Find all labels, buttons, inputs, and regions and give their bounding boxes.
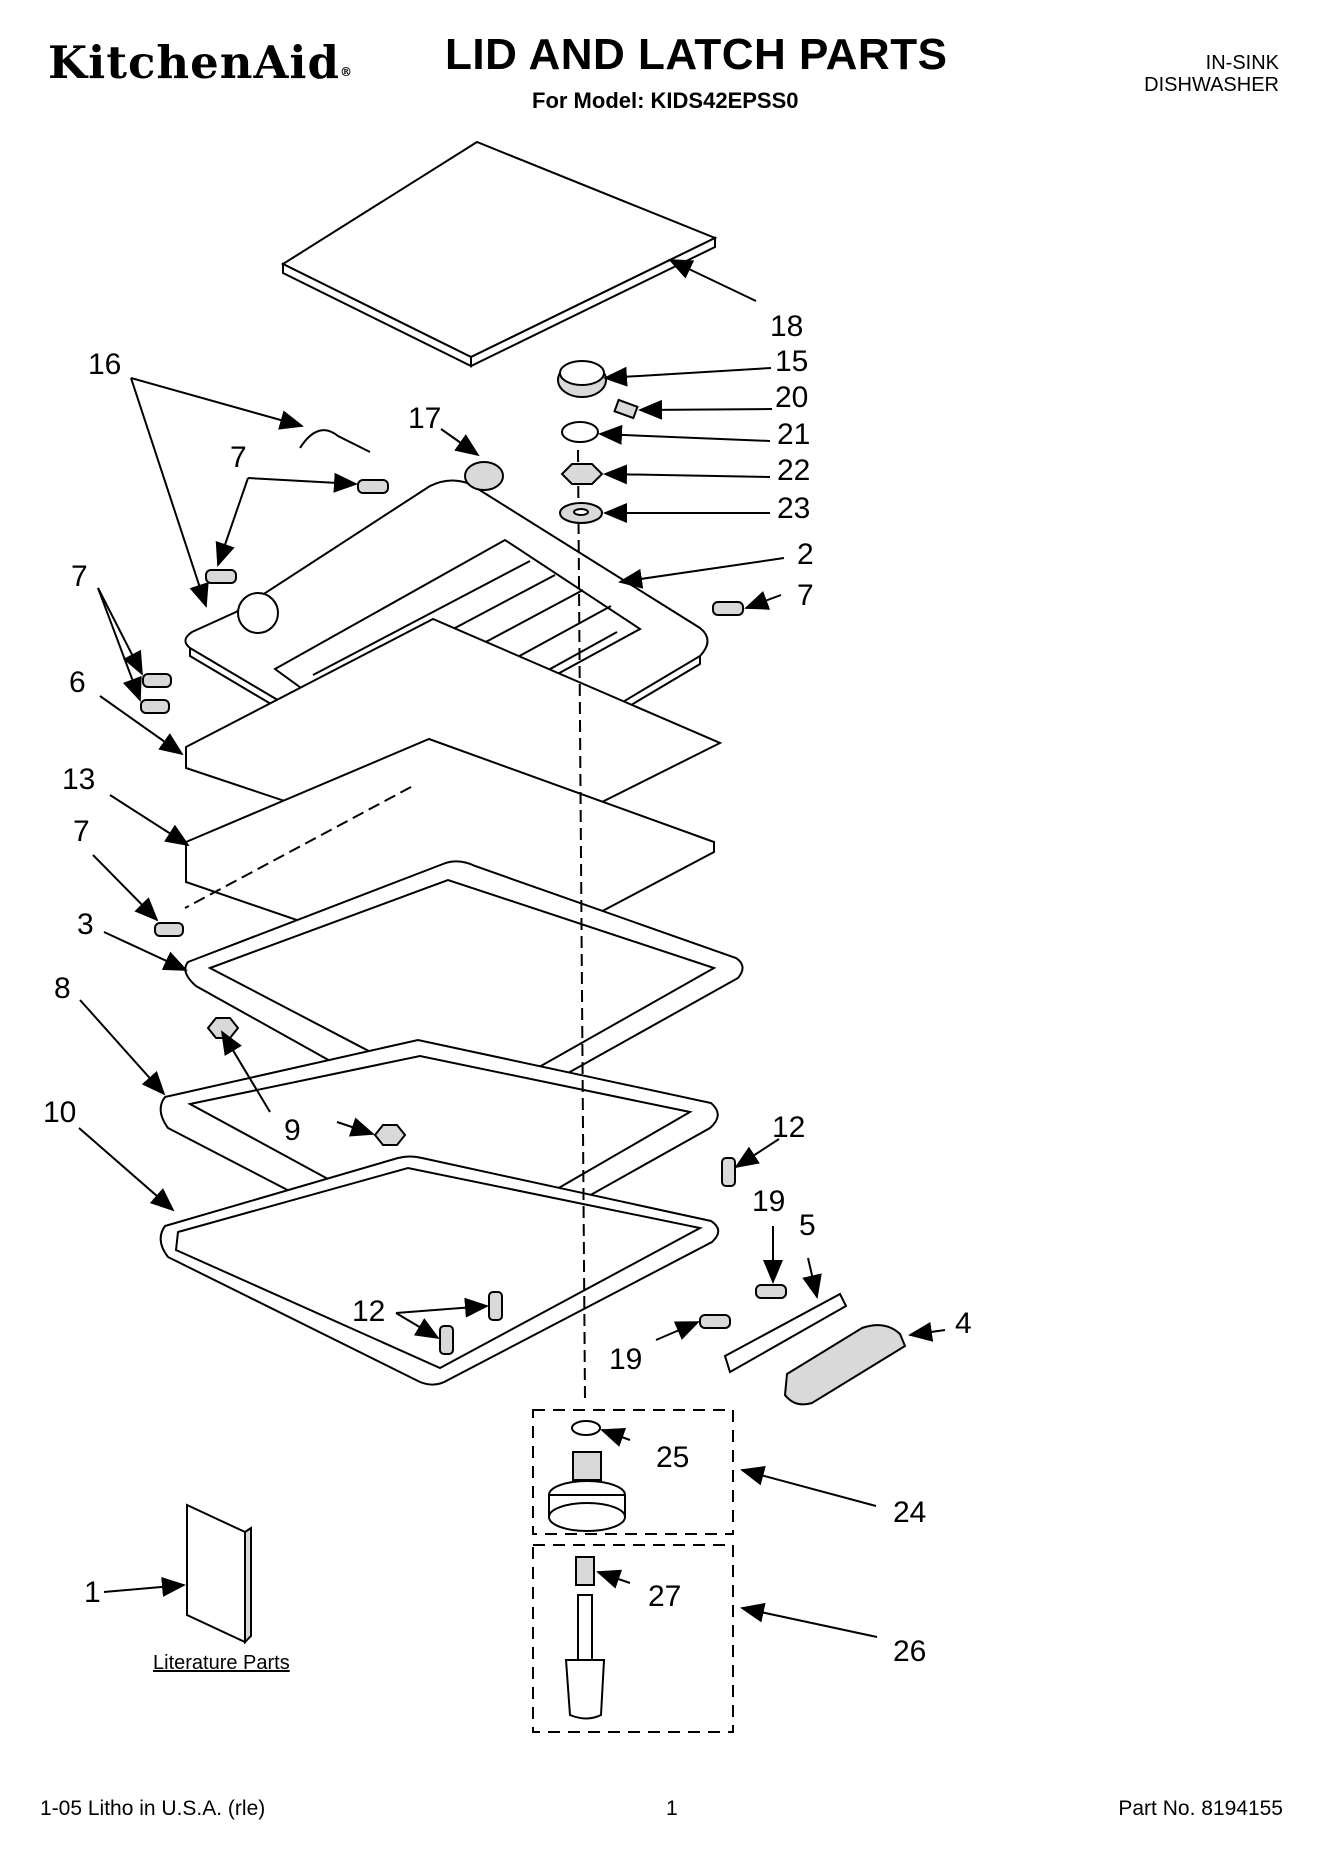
part-16-hinge-rod [299, 429, 371, 453]
callout-9: 9 [284, 1114, 301, 1147]
part-1-literature [186, 1503, 252, 1645]
part-23-washer [559, 502, 603, 524]
screw-19 [699, 1314, 731, 1329]
registered-mark: ® [339, 65, 353, 79]
screw-19 [755, 1284, 787, 1299]
callout-25: 25 [656, 1441, 689, 1474]
callout-7-left: 7 [71, 560, 88, 593]
callout-7-right: 7 [797, 579, 814, 612]
part-24-latch-base [548, 1451, 626, 1532]
callout-8: 8 [54, 972, 71, 1005]
part-17-bumper [464, 461, 504, 491]
assembly-26-box [532, 1544, 734, 1733]
part-20-setscrew [613, 398, 639, 420]
callout-18: 18 [770, 310, 803, 343]
screw-7 [357, 479, 389, 494]
part-25-retainer [571, 1420, 601, 1436]
callout-19-upper: 19 [752, 1185, 785, 1218]
callout-13: 13 [62, 763, 95, 796]
screw-7 [142, 673, 172, 688]
callout-7-top: 7 [230, 441, 247, 474]
screw-7 [140, 699, 170, 714]
part-22-nut [560, 463, 604, 485]
callout-2: 2 [797, 538, 814, 571]
product-type-line1: IN-SINK [1205, 52, 1279, 74]
callout-7-lower: 7 [73, 815, 90, 848]
callout-23: 23 [777, 492, 810, 525]
page-title: LID AND LATCH PARTS [445, 30, 948, 79]
footer-litho: 1-05 Litho in U.S.A. (rle) [40, 1797, 266, 1820]
part-21-clip [561, 421, 599, 443]
part-5-latch-plate [723, 1292, 848, 1374]
product-type: IN-SINK DISHWASHER [1144, 52, 1279, 96]
leader-lines [78, 259, 946, 1638]
screw-7 [712, 601, 744, 616]
part-18-top-panel [280, 140, 718, 368]
callout-17: 17 [408, 402, 441, 435]
footer-page-number: 1 [666, 1797, 678, 1820]
pin-line [184, 786, 412, 909]
part-26-plunger [564, 1594, 606, 1720]
callout-3: 3 [77, 908, 94, 941]
callout-26: 26 [893, 1635, 926, 1668]
callout-21: 21 [777, 418, 810, 451]
callout-19-lower: 19 [609, 1343, 642, 1376]
screw-12 [721, 1157, 736, 1187]
part-4-handle [783, 1324, 907, 1406]
footer-part-number: Part No. 8194155 [1118, 1797, 1283, 1820]
callout-5: 5 [799, 1209, 816, 1242]
callout-24: 24 [893, 1496, 926, 1529]
callout-22: 22 [777, 454, 810, 487]
callout-12-right: 12 [772, 1111, 805, 1144]
part-9-nut [373, 1124, 407, 1146]
literature-parts-label: Literature Parts [153, 1652, 290, 1674]
callout-10: 10 [43, 1096, 76, 1129]
part-27-spring [575, 1556, 595, 1586]
callout-6: 6 [69, 666, 86, 699]
callout-27: 27 [648, 1580, 681, 1613]
screw-12 [488, 1291, 503, 1321]
screw-12 [439, 1325, 454, 1355]
model-subtitle: For Model: KIDS42EPSS0 [532, 88, 799, 113]
brand-name: KitchenAid [48, 36, 340, 89]
callout-1: 1 [84, 1576, 101, 1609]
callout-16: 16 [88, 348, 121, 381]
screw-7 [205, 569, 237, 584]
callout-4: 4 [955, 1307, 972, 1340]
part-15-knob [557, 360, 607, 398]
brand-logo: KitchenAid® [48, 36, 353, 89]
screw-7 [154, 922, 184, 937]
assembly-24-box [532, 1409, 734, 1535]
product-type-line2: DISHWASHER [1144, 74, 1279, 96]
center-axis [577, 449, 586, 1401]
callout-12-left: 12 [352, 1295, 385, 1328]
callout-numbers: 18 16 15 20 17 21 7 22 23 2 7 7 6 13 7 3… [43, 310, 972, 1674]
callout-15: 15 [775, 345, 808, 378]
part-10-gasket [159, 1155, 720, 1386]
callout-20: 20 [775, 381, 808, 414]
